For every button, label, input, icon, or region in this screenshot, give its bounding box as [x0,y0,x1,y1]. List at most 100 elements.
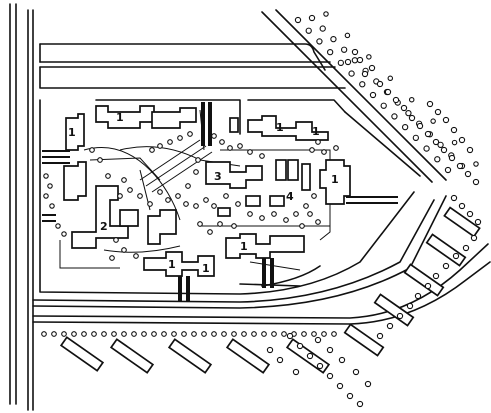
tree-icon [71,331,77,337]
tree-icon [414,292,422,300]
tree-icon [470,234,478,242]
tree-icon [49,203,55,209]
residential-building [151,107,197,129]
tree-icon [340,46,348,53]
buildings [63,105,351,277]
tree-icon [442,262,450,270]
label-residential-bottom-1: 1 [168,258,176,271]
school-building [119,209,139,227]
slab-building [425,233,467,267]
tree-icon [227,145,233,151]
slab-building [59,336,105,372]
tree-icon [432,272,440,280]
hatched-passages [42,102,398,302]
tree-icon [177,135,183,141]
playground-structure [287,159,299,181]
tree-icon [432,138,440,146]
tree-icon [133,253,139,259]
tree-icon [127,187,133,193]
tree-icon [321,331,327,337]
tree-icon [151,331,157,337]
tree-icon [271,211,277,217]
tree-icon [261,331,267,337]
tree-icon [424,282,432,290]
tree-icon [237,143,243,149]
tree-icon [157,143,163,149]
tree-icon [301,331,307,337]
playground-structure [275,159,287,181]
tree-icon [466,210,474,218]
tree-icon [47,183,53,189]
tree-icon [326,346,334,354]
tree-icon [434,156,441,163]
tree-icon [193,203,199,209]
tree-icon [452,252,460,260]
tree-icon [326,372,334,380]
tree-icon [473,161,479,167]
slab-building [167,338,213,374]
tree-icon [311,331,317,337]
tree-icon [109,255,115,261]
tree-icon [305,27,312,34]
tree-icon [259,153,265,159]
tree-icon [323,11,329,17]
tree-icon [351,48,359,56]
pavilion-building [217,207,231,217]
tree-icon [41,331,47,337]
tree-icon [217,221,223,227]
tree-icon [294,16,302,24]
tree-icon [91,331,97,337]
tree-icon [396,312,404,320]
tree-icon [442,116,450,124]
tree-icon [412,134,420,142]
tree-icon [211,203,217,209]
tree-icon [161,331,167,337]
tree-icon [384,88,392,96]
pavilion-building [229,117,239,133]
label-residential-top-right-2: 1 [312,125,320,138]
tree-icon [321,149,327,155]
tree-icon [356,400,364,408]
residential-building [225,233,305,259]
tree-icon [307,211,313,217]
slab-building [225,338,271,374]
tree-icon [51,331,57,337]
tree-icon [281,331,287,337]
tree-icon [171,331,177,337]
label-residential-left: 1 [68,126,76,139]
label-residential-bottom-2: 1 [202,262,210,275]
tree-icon [408,96,415,103]
tree-icon [241,331,247,337]
tree-icon [101,331,107,337]
tree-icon [351,57,359,64]
tree-icon [271,331,277,337]
tree-icon [183,201,189,207]
tree-icon [121,177,127,183]
residential-building [143,251,215,277]
top-boulevard [39,43,346,89]
tree-icon [43,173,49,179]
tree-icon [221,331,227,337]
tree-icon [387,75,394,82]
tree-icon [303,203,309,209]
tree-icon [450,194,458,202]
tree-icon [316,362,324,370]
tree-icon [231,223,237,229]
tree-icon [311,193,317,199]
tree-icon [474,218,482,226]
tree-icon [319,25,326,32]
tree-icon [314,336,322,344]
tree-icon [380,102,387,109]
tree-icon [211,133,217,139]
tree-icon [406,302,414,310]
tree-icon [117,193,123,199]
tree-icon [61,231,67,237]
tree-icon [448,154,456,162]
tree-icon [336,382,344,390]
tree-icon [89,147,95,153]
playground-structure [301,163,311,191]
tree-icon [472,178,480,186]
label-kindergarten: 3 [214,170,222,183]
tree-icon [113,237,119,243]
tree-icon [462,244,470,252]
